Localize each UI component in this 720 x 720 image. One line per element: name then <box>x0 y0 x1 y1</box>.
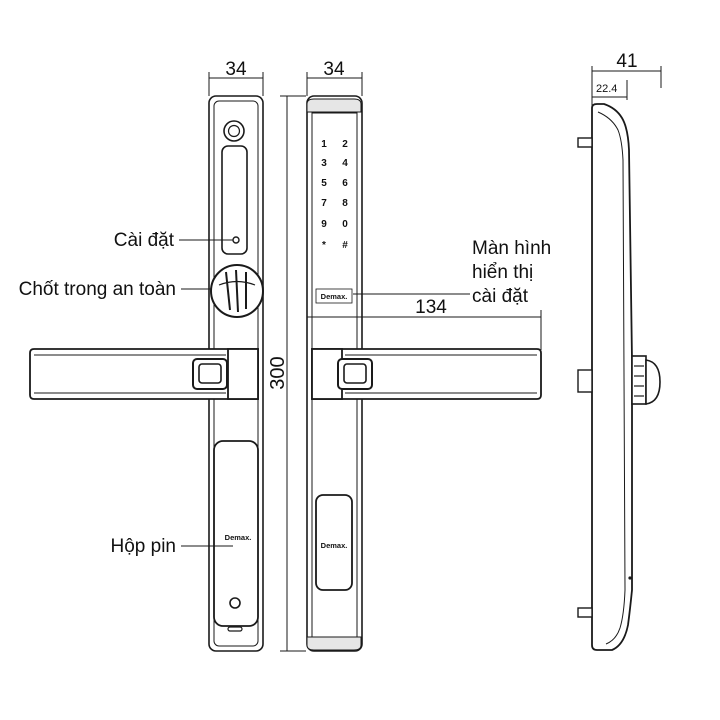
key-cylinder-icon <box>223 120 245 142</box>
side-knob-icon <box>631 355 661 405</box>
brand-logo-cover: Demax. <box>321 541 348 550</box>
dimension-depth-inner-label: 22.4 <box>596 83 617 95</box>
dimension-width-back: 34 <box>306 59 363 96</box>
mounting-tab-middle <box>577 369 593 393</box>
setting-panel <box>221 145 248 255</box>
callout-battery-box: Hộp pin <box>111 536 233 557</box>
dimension-width-front-label: 34 <box>225 59 247 80</box>
keypad-key: 3 <box>321 158 327 169</box>
mounting-tab-top <box>577 137 593 148</box>
dimension-depth-total-label: 41 <box>616 51 637 72</box>
side-profile-body <box>591 103 633 651</box>
keypad-key: # <box>342 240 348 251</box>
label-screen-line2: hiển thị <box>472 262 533 283</box>
keypad-key: * <box>322 240 326 251</box>
side-view: 41 22.4 <box>577 51 662 651</box>
keypad-key: 6 <box>342 178 348 189</box>
keypad-key: 4 <box>342 158 348 169</box>
dimension-handle-label: 134 <box>415 297 447 318</box>
callout-setting: Cài đặt <box>114 230 233 251</box>
safety-latch-knob-icon <box>210 264 264 318</box>
fingerprint-sensor-icon <box>337 358 373 390</box>
interior-handle <box>29 348 259 400</box>
keypad-key: 5 <box>321 178 327 189</box>
battery-box: Demax. <box>213 440 259 632</box>
mounting-tab-bottom <box>577 607 593 618</box>
callout-screen: Màn hình hiển thị cài đặt <box>353 238 551 307</box>
label-screen-line3: cài đặt <box>472 286 529 307</box>
dimension-height: 300 <box>267 95 306 652</box>
fingerprint-sensor-icon <box>192 358 228 390</box>
callout-safety-latch: Chốt trong an toàn <box>19 279 212 300</box>
dimension-depth-total: 41 <box>591 51 662 112</box>
keypad-key: 9 <box>321 219 327 230</box>
dimension-depth-inner: 22.4 <box>592 80 628 100</box>
dimension-width-back-label: 34 <box>323 59 345 80</box>
keypad-key: 8 <box>342 198 348 209</box>
label-battery-box: Hộp pin <box>111 536 177 557</box>
label-screen-line1: Màn hình <box>472 238 551 259</box>
keypad-key: 7 <box>321 198 327 209</box>
exterior-lower-cover: Demax. <box>315 494 353 591</box>
label-setting: Cài đặt <box>114 230 175 251</box>
brand-logo-battery: Demax. <box>225 533 252 542</box>
dimension-width-front: 34 <box>208 59 264 96</box>
interior-view: 34 Demax. <box>19 59 264 652</box>
battery-lock-icon <box>229 597 241 609</box>
dimension-handle: 134 <box>307 297 542 350</box>
keypad: 1 2 3 4 5 6 7 8 9 0 * # <box>321 139 348 251</box>
keypad-key: 0 <box>342 219 348 230</box>
label-safety-latch: Chốt trong an toàn <box>19 279 176 300</box>
exterior-handle <box>311 348 542 400</box>
keypad-key: 1 <box>321 139 327 150</box>
dimension-height-label: 300 <box>267 356 289 389</box>
brand-logo-screen: Demax. <box>321 292 348 301</box>
keypad-key: 2 <box>342 139 348 150</box>
exterior-view: 34 1 2 3 4 5 6 7 8 9 0 * # Demax. <box>306 59 551 652</box>
display-screen: Demax. <box>315 288 353 304</box>
